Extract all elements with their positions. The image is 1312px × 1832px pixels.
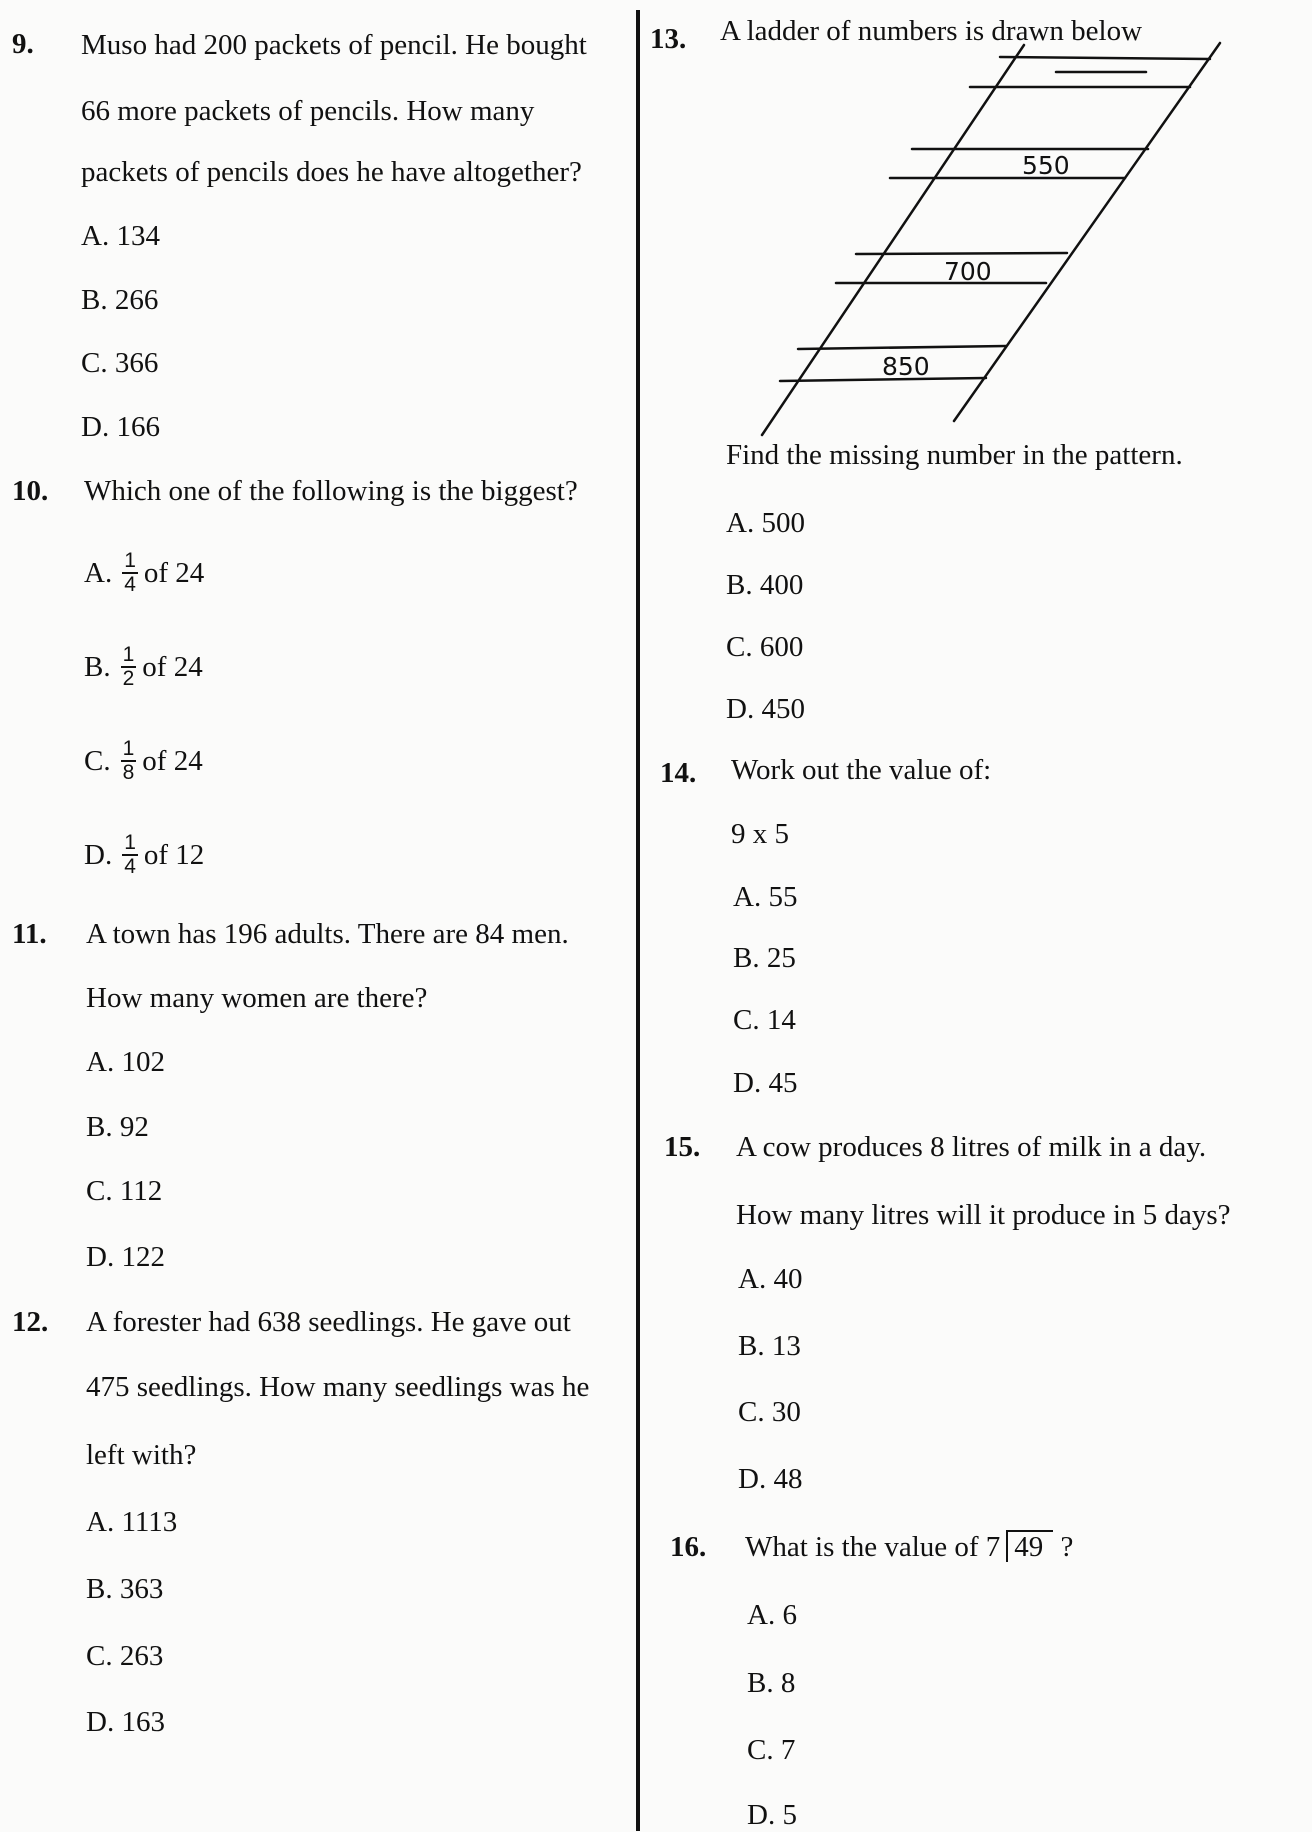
- question-text-line: A town has 196 adults. There are 84 men.: [86, 918, 569, 950]
- option-d: D. 45: [733, 1067, 798, 1099]
- option-rest: of 12: [143, 838, 205, 871]
- option-a: A. 1113: [86, 1506, 178, 1538]
- option-b: B. 400: [726, 569, 804, 601]
- question-number: 14.: [660, 757, 697, 789]
- ladder-rung: [796, 344, 1008, 351]
- question-number: 10.: [12, 475, 49, 507]
- option-d: D. 1 4 of 12: [84, 820, 204, 890]
- question-text-line: A forester had 638 seedlings. He gave ou…: [86, 1306, 571, 1338]
- question-number: 12.: [12, 1306, 49, 1338]
- option-c: C. 366: [81, 347, 159, 379]
- question-number: 9.: [12, 28, 34, 60]
- ladder-rung: [854, 251, 1069, 256]
- question-number: 15.: [664, 1131, 701, 1163]
- option-b: B. 1 2 of 24: [84, 632, 203, 702]
- numerator: 1: [122, 831, 138, 856]
- option-c: C. 600: [726, 631, 804, 663]
- option-c: C. 263: [86, 1640, 164, 1672]
- question-text-line: 66 more packets of pencils. How many: [81, 95, 535, 127]
- denominator: 2: [122, 667, 135, 690]
- option-c: C. 1 8 of 24: [84, 726, 203, 796]
- question-text-line: packets of pencils does he have altogeth…: [81, 156, 582, 188]
- option-letter: A.: [84, 556, 113, 589]
- option-b: B. 363: [86, 1573, 164, 1605]
- question-prompt: Find the missing number in the pattern.: [726, 439, 1183, 471]
- question-text: A ladder of numbers is drawn below: [720, 15, 1143, 47]
- numerator: 1: [122, 549, 138, 574]
- rung-label: 850: [882, 352, 930, 381]
- rung-label: 700: [944, 257, 992, 286]
- column-divider: [636, 10, 640, 1831]
- ladder-rail-right: [952, 41, 1222, 423]
- option-rest: of 24: [143, 556, 205, 589]
- option-letter: C.: [84, 744, 111, 777]
- option-a: A. 40: [738, 1263, 803, 1295]
- option-a: A. 55: [733, 881, 798, 913]
- option-d: D. 450: [726, 693, 805, 725]
- ladder-rail-left: [760, 43, 1026, 437]
- number-ladder: 550 700 850: [760, 41, 1222, 437]
- question-text-line: 475 seedlings. How many seedlings was he: [86, 1371, 590, 1403]
- option-c: C. 14: [733, 1004, 796, 1036]
- option-a: A. 500: [726, 507, 805, 539]
- question-text: Which one of the following is the bigges…: [84, 475, 578, 507]
- denominator: 4: [124, 855, 136, 878]
- long-division-dividend: 49: [1006, 1530, 1054, 1562]
- question-text-after: ?: [1060, 1531, 1074, 1563]
- option-letter: D.: [84, 838, 113, 871]
- option-c: C. 30: [738, 1396, 801, 1428]
- option-a: A. 6: [747, 1599, 797, 1631]
- ladder-rung: [778, 376, 988, 383]
- option-d: D. 166: [81, 411, 160, 443]
- option-d: D. 163: [86, 1706, 165, 1738]
- fraction: 1 4: [122, 832, 138, 878]
- numerator: 1: [120, 643, 137, 668]
- question-text-line: left with?: [86, 1439, 197, 1471]
- question-number: 11.: [12, 918, 47, 950]
- option-b: B. 13: [738, 1330, 801, 1362]
- option-b: B. 25: [733, 942, 796, 974]
- denominator: 8: [122, 761, 135, 784]
- option-rest: of 24: [142, 650, 203, 683]
- ladder-rung: [998, 55, 1212, 61]
- option-b: B. 8: [747, 1667, 796, 1699]
- question-number: 13.: [650, 23, 687, 55]
- question-text-line: Muso had 200 packets of pencil. He bough…: [81, 29, 587, 61]
- fraction: 1 8: [120, 737, 137, 784]
- question-text-before: What is the value of 7: [745, 1531, 1001, 1563]
- expression: 9 x 5: [731, 818, 789, 850]
- denominator: 4: [124, 573, 136, 596]
- option-c: C. 7: [747, 1734, 796, 1766]
- option-d: D. 5: [747, 1799, 797, 1831]
- option-b: B. 266: [81, 284, 159, 316]
- fraction: 1 4: [122, 550, 138, 596]
- numerator: 1: [120, 737, 137, 762]
- option-a: A. 102: [86, 1046, 165, 1078]
- question-text-line: A cow produces 8 litres of milk in a day…: [736, 1131, 1207, 1163]
- question-number: 16.: [670, 1531, 707, 1563]
- option-letter: B.: [84, 650, 111, 683]
- option-d: D. 122: [86, 1241, 165, 1273]
- rung-label: 550: [1022, 151, 1070, 180]
- option-rest: of 24: [142, 744, 203, 777]
- question-text: Work out the value of:: [731, 754, 992, 786]
- option-d: D. 48: [738, 1463, 803, 1495]
- fraction: 1 2: [120, 643, 137, 690]
- question-text-line: How many women are there?: [86, 982, 428, 1014]
- question-text-line: How many litres will it produce in 5 day…: [736, 1199, 1231, 1231]
- option-c: C. 112: [86, 1175, 163, 1207]
- option-b: B. 92: [86, 1111, 149, 1143]
- option-a: A. 1 4 of 24: [84, 538, 204, 608]
- option-a: A. 134: [81, 220, 160, 252]
